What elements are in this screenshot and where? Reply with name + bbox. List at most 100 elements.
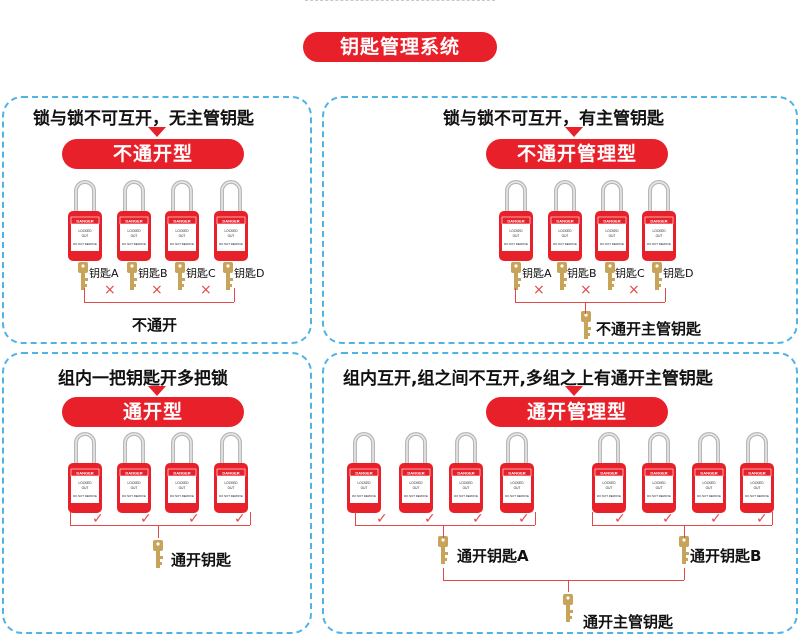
check-icon: ✓ [518,511,530,527]
connector-line [443,568,444,580]
key-label: 钥匙C [615,267,645,280]
svg-text:DO NOT REMOVE: DO NOT REMOVE [553,242,577,246]
svg-text:LOCKED: LOCKED [750,481,764,485]
main-title: 钥匙管理系统 [303,32,497,62]
padlock-icon: DANGER LOCKED OUT DO NOT REMOVE [115,175,153,263]
padlock-icon: DANGER LOCKED OUT DO NOT REMOVE [397,427,435,515]
svg-text:DO NOT REMOVE: DO NOT REMOVE [597,494,621,498]
svg-text:LOCKED: LOCKED [78,229,92,233]
svg-text:LOCKED: LOCKED [127,229,141,233]
connector-line [70,512,71,525]
svg-text:LOCKED: LOCKED [459,481,473,485]
cross-icon: × [104,282,116,298]
key-label: 钥匙B [567,267,597,280]
check-icon: ✓ [234,511,246,527]
padlock-icon: DANGER LOCKED OUT DO NOT REMOVE [447,427,485,515]
svg-text:OUT: OUT [656,234,663,238]
key-label: 钥匙D [234,267,265,280]
panel-no-interchange-master [322,96,798,344]
svg-text:OUT: OUT [413,486,420,490]
svg-text:DANGER: DANGER [507,219,524,224]
svg-text:DO NOT REMOVE: DO NOT REMOVE [647,242,671,246]
svg-text:OUT: OUT [754,486,761,490]
svg-text:DANGER: DANGER [748,471,765,476]
arrow-down-icon [148,127,166,137]
banner-tr: 不通开管理型 [486,139,668,169]
check-icon: ✓ [376,511,388,527]
check-icon: ✓ [614,511,626,527]
connector-line [592,525,772,526]
heading-tl: 锁与锁不可互开，无主管钥匙 [33,109,254,129]
svg-text:DANGER: DANGER [125,471,142,476]
connector-line [568,580,569,592]
svg-text:OUT: OUT [606,486,613,490]
padlock-icon: DANGER LOCKED OUT DO NOT REMOVE [163,175,201,263]
connector-line [355,525,535,526]
connector-line [684,525,685,538]
key-icon [174,262,185,292]
svg-text:OUT: OUT [228,234,235,238]
svg-text:OUT: OUT [228,486,235,490]
key-icon [222,262,233,292]
padlock-icon: DANGER LOCKED OUT DO NOT REMOVE [593,175,631,263]
svg-text:DO NOT REMOVE: DO NOT REMOVE [170,242,194,246]
check-icon: ✓ [662,511,674,527]
connector-line [250,512,251,525]
key-icon [126,262,137,292]
svg-text:DANGER: DANGER [355,471,372,476]
padlock-icon: DANGER LOCKED OUT DO NOT REMOVE [498,427,536,515]
connector-line [84,302,234,303]
key-icon [678,536,689,566]
svg-text:DANGER: DANGER [76,471,93,476]
connector-line [585,302,586,314]
padlock-icon: DANGER LOCKED OUT DO NOT REMOVE [640,427,678,515]
svg-text:OUT: OUT [656,486,663,490]
svg-text:LOCKED: LOCKED [510,481,524,485]
padlock-icon: DANGER LOCKED OUT DO NOT REMOVE [590,427,628,515]
padlock-icon: DANGER LOCKED OUT DO NOT REMOVE [66,427,104,515]
cross-icon: × [151,282,163,298]
panel-no-interchange [2,96,312,344]
connector-line [70,525,250,526]
svg-text:LOCKED: LOCKED [652,481,666,485]
svg-text:LOCKED: LOCKED [602,481,616,485]
key-label: 钥匙C [186,267,216,280]
arrow-down-icon [565,386,583,396]
connector-line [234,288,235,302]
check-icon: ✓ [188,511,200,527]
key-label: 钥匙A [522,267,552,280]
svg-text:DO NOT REMOVE: DO NOT REMOVE [170,494,194,498]
svg-text:DO NOT REMOVE: DO NOT REMOVE [352,494,376,498]
key-icon [651,262,662,292]
svg-text:DO NOT REMOVE: DO NOT REMOVE [647,494,671,498]
svg-text:LOCKED: LOCKED [702,481,716,485]
padlock-icon: DANGER LOCKED OUT DO NOT REMOVE [546,175,584,263]
connector-line [158,525,159,538]
connector-line [684,568,685,580]
svg-text:DANGER: DANGER [125,219,142,224]
svg-text:DANGER: DANGER [222,471,239,476]
connector-line [84,288,85,302]
padlock-icon: DANGER LOCKED OUT DO NOT REMOVE [738,427,776,515]
caption-tl: 不通开 [132,316,178,334]
svg-text:DO NOT REMOVE: DO NOT REMOVE [73,242,97,246]
connector-line [443,525,444,538]
banner-br: 通开管理型 [486,397,668,427]
svg-text:LOCKED: LOCKED [127,481,141,485]
key-icon [77,262,88,292]
svg-text:OUT: OUT [514,486,521,490]
key-label: 钥匙A [89,267,119,280]
svg-text:DO NOT REMOVE: DO NOT REMOVE [454,494,478,498]
connector-line [355,512,356,525]
svg-text:DANGER: DANGER [76,219,93,224]
heading-bl: 组内一把钥匙开多把锁 [58,369,228,389]
svg-text:LOCKED: LOCKED [509,229,523,233]
svg-text:OUT: OUT [131,234,138,238]
panel-interchange-master [322,352,798,634]
svg-text:DANGER: DANGER [600,471,617,476]
svg-text:DO NOT REMOVE: DO NOT REMOVE [504,242,528,246]
svg-text:DO NOT REMOVE: DO NOT REMOVE [73,494,97,498]
svg-text:DO NOT REMOVE: DO NOT REMOVE [697,494,721,498]
svg-text:DANGER: DANGER [222,219,239,224]
cross-icon: × [580,282,592,298]
